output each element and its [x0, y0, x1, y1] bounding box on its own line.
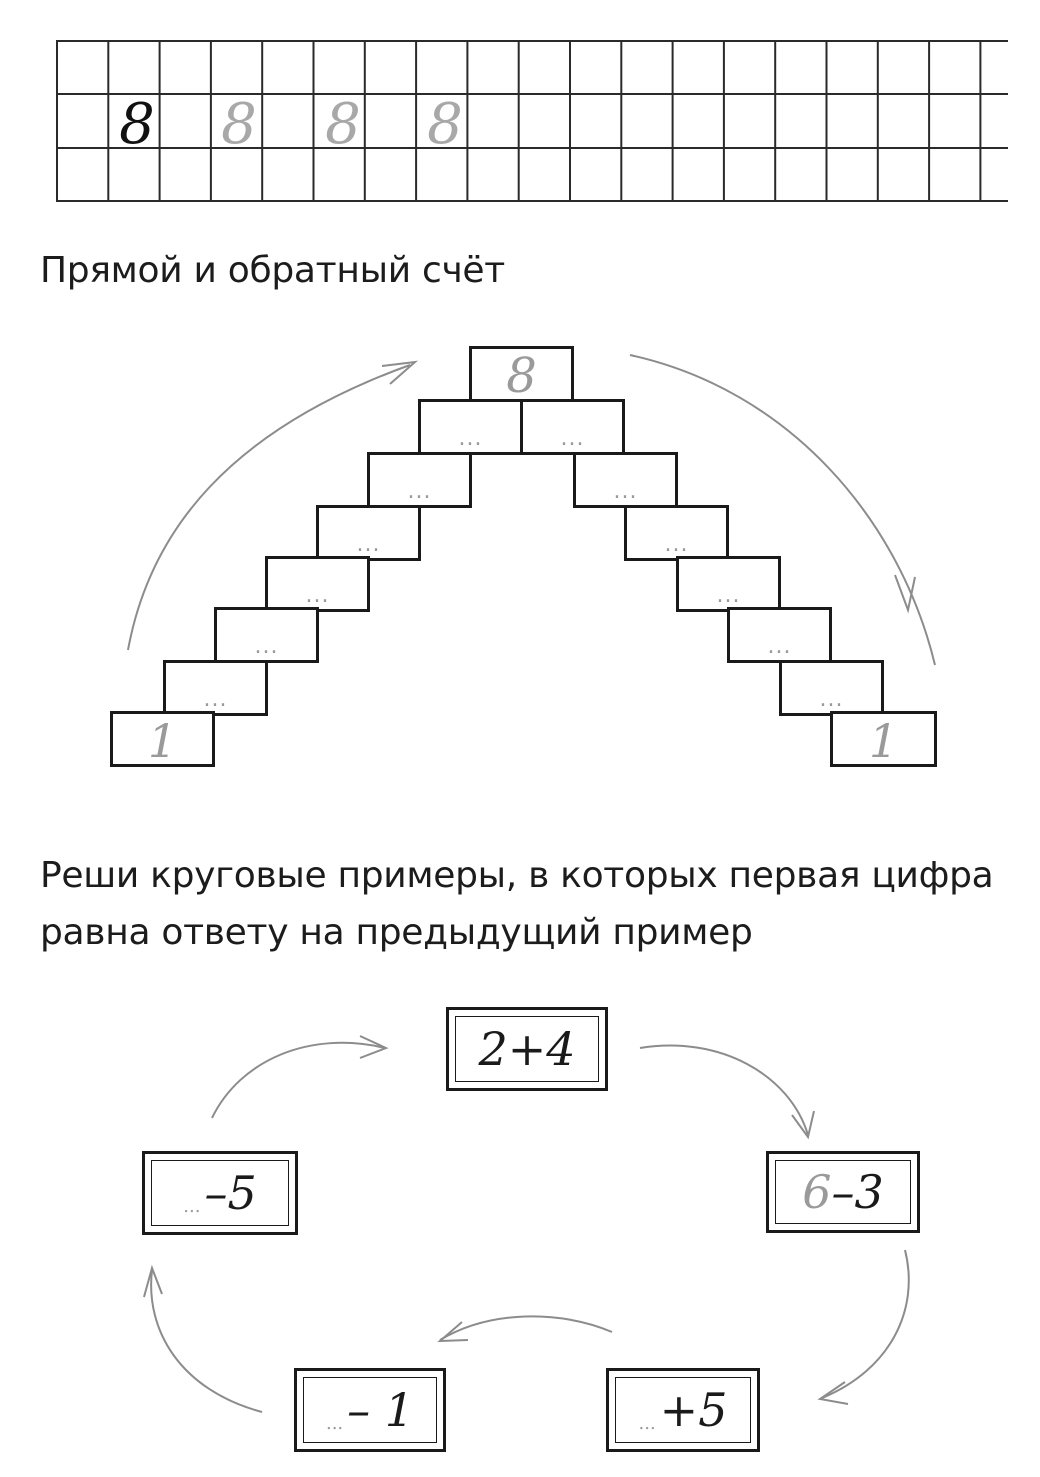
- example-5-rest: –5: [204, 1166, 257, 1220]
- example-5-first[interactable]: ...: [183, 1196, 201, 1217]
- digit-trace-1[interactable]: 8: [221, 92, 257, 157]
- step-right-2[interactable]: ...: [779, 660, 884, 716]
- example-1: 2+4: [455, 1016, 599, 1082]
- step-left-3[interactable]: ...: [367, 452, 472, 508]
- example-2: 6–3: [775, 1160, 911, 1224]
- example-5: ...–5: [151, 1160, 289, 1226]
- placeholder-dots: ...: [203, 687, 228, 712]
- example-4-box[interactable]: ...– 1: [294, 1368, 446, 1452]
- staircase: 8 ... ... ... ... ... ... 1 ... ... ... …: [110, 346, 937, 768]
- step-right-3[interactable]: ...: [727, 607, 832, 663]
- placeholder-dots: ...: [356, 532, 381, 557]
- step-right-5[interactable]: ...: [624, 505, 729, 561]
- placeholder-dots: ...: [458, 426, 483, 451]
- example-5-box[interactable]: ...–5: [142, 1151, 298, 1235]
- digit-sample[interactable]: 8: [119, 92, 155, 157]
- step-right-6[interactable]: ...: [573, 452, 678, 508]
- step-left-2[interactable]: ...: [418, 399, 523, 455]
- step-left-1-value: 1: [147, 714, 178, 768]
- digit-trace-3[interactable]: 8: [427, 92, 463, 157]
- placeholder-dots: ...: [407, 479, 432, 504]
- example-4-rest: – 1: [347, 1383, 415, 1437]
- placeholder-dots: ...: [716, 583, 741, 608]
- step-top[interactable]: 8: [469, 346, 574, 404]
- count-arrows: [127, 354, 936, 666]
- step-left-1[interactable]: 1: [110, 711, 215, 768]
- step-left-4[interactable]: ...: [316, 505, 421, 561]
- grid-lines: [56, 40, 1008, 202]
- placeholder-dots: ...: [305, 583, 330, 608]
- placeholder-dots: ...: [819, 687, 844, 712]
- example-3-box[interactable]: ...+5: [606, 1368, 760, 1452]
- section-circular-title-line1: Реши круговые примеры, в которых первая …: [40, 855, 994, 896]
- step-left-6[interactable]: ...: [214, 607, 319, 663]
- example-4-first[interactable]: ...: [325, 1413, 344, 1434]
- copybook-grid: 8 8 8 8: [56, 40, 1008, 202]
- step-right-1-value: 1: [868, 714, 899, 768]
- placeholder-dots: ...: [767, 634, 792, 659]
- step-left-5[interactable]: ...: [265, 556, 370, 612]
- example-2-box[interactable]: 6–3: [766, 1151, 920, 1233]
- placeholder-dots: ...: [560, 426, 585, 451]
- section-circular-title-line2: равна ответу на предыдущий пример: [40, 912, 753, 953]
- example-3-rest: +5: [659, 1383, 728, 1437]
- step-right-7[interactable]: ...: [520, 399, 625, 455]
- placeholder-dots: ...: [254, 634, 279, 659]
- section-counting-title: Прямой и обратный счёт: [40, 250, 505, 291]
- example-1-first: 2: [478, 1022, 508, 1076]
- step-right-1[interactable]: 1: [830, 711, 937, 768]
- digit-trace-2[interactable]: 8: [325, 92, 361, 157]
- step-top-value: 8: [506, 348, 537, 404]
- example-1-box[interactable]: 2+4: [446, 1007, 608, 1091]
- example-2-first: 6: [802, 1165, 832, 1219]
- example-1-rest: +4: [507, 1022, 576, 1076]
- step-left-7[interactable]: ...: [163, 660, 268, 716]
- example-2-rest: –3: [831, 1165, 884, 1219]
- placeholder-dots: ...: [613, 479, 638, 504]
- example-3: ...+5: [615, 1377, 751, 1443]
- placeholder-dots: ...: [664, 532, 689, 557]
- example-3-first[interactable]: ...: [638, 1413, 656, 1434]
- step-right-4[interactable]: ...: [676, 556, 781, 612]
- example-4: ...– 1: [303, 1377, 437, 1443]
